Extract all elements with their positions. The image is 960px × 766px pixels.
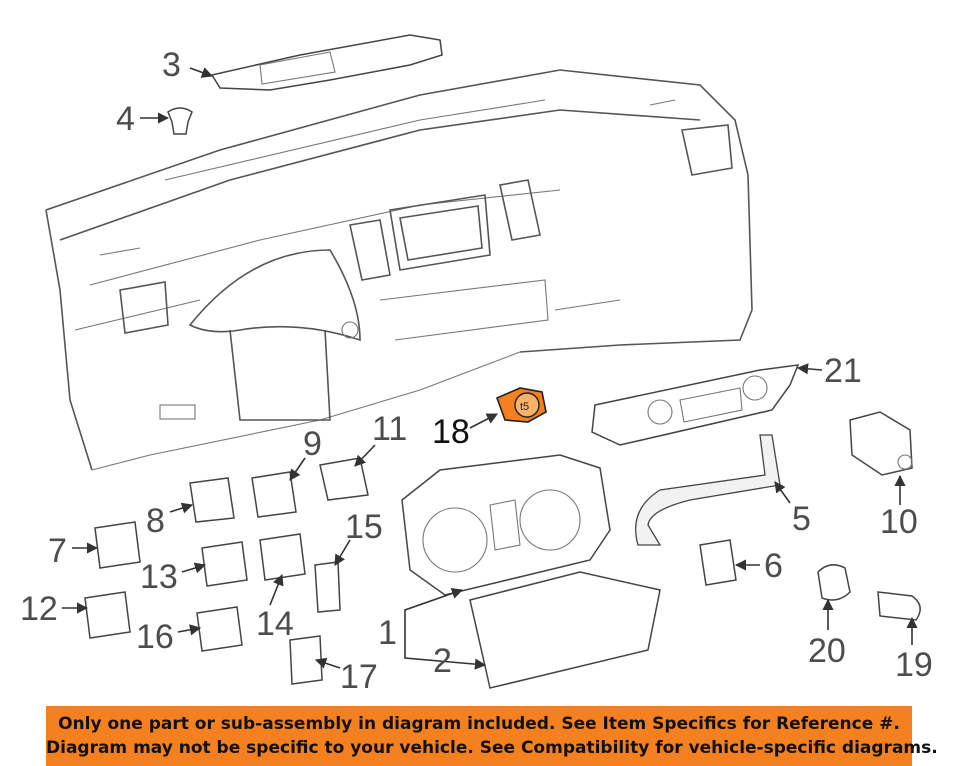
svg-text:t5: t5 xyxy=(520,401,529,413)
callout-1: 1 xyxy=(378,614,397,652)
callout-8: 8 xyxy=(146,502,165,540)
part-6-switch xyxy=(699,539,737,586)
part-13-switch xyxy=(201,541,248,587)
part-19-socket xyxy=(877,591,921,621)
callout-16: 16 xyxy=(136,618,174,656)
callout-17: 17 xyxy=(340,658,378,696)
part-9-switch xyxy=(251,471,297,518)
dashboard-panel xyxy=(45,69,753,471)
callout-7: 7 xyxy=(48,532,67,570)
callout-5: 5 xyxy=(792,500,811,538)
callout-6: 6 xyxy=(764,547,783,585)
part-1-instrument-cluster xyxy=(401,454,611,596)
part-12-switch xyxy=(84,591,131,639)
part-20-socket xyxy=(817,564,851,601)
part-11-switch xyxy=(319,457,369,501)
part-17-connector xyxy=(289,635,323,685)
part-2-cluster-lens xyxy=(469,571,661,689)
part-7-switch xyxy=(94,521,141,569)
callout-4: 4 xyxy=(116,100,135,138)
part-14-switch xyxy=(259,533,306,581)
disclaimer-line-2: Diagram may not be specific to your vehi… xyxy=(46,738,938,758)
part-21-climate-control-panel xyxy=(591,364,800,446)
callout-20: 20 xyxy=(808,632,846,670)
callout-9: 9 xyxy=(303,425,322,463)
part-3-display-bracket xyxy=(210,34,443,91)
callout-12: 12 xyxy=(20,590,58,628)
disclaimer-line-1: Only one part or sub-assembly in diagram… xyxy=(58,714,900,734)
callout-2: 2 xyxy=(433,642,452,680)
part-16-switch xyxy=(196,606,243,652)
part-8-switch xyxy=(189,477,235,523)
part-10-socket xyxy=(849,411,913,476)
leader-lines xyxy=(62,67,918,670)
callout-18: 18 xyxy=(432,413,470,451)
callout-21: 21 xyxy=(824,352,862,390)
callout-13: 13 xyxy=(140,558,178,596)
callout-15: 15 xyxy=(345,508,383,546)
part-4-clip xyxy=(167,107,193,135)
callout-19: 19 xyxy=(895,646,933,684)
callout-11: 11 xyxy=(372,410,407,448)
part-18-switch-highlighted: t5 xyxy=(495,387,547,423)
callout-14: 14 xyxy=(256,605,294,643)
part-5-duct-hose xyxy=(634,434,781,546)
disclaimer-banner: Only one part or sub-assembly in diagram… xyxy=(46,706,938,766)
callout-10: 10 xyxy=(880,503,918,541)
callout-3: 3 xyxy=(162,46,181,84)
part-15-connector xyxy=(314,561,341,613)
